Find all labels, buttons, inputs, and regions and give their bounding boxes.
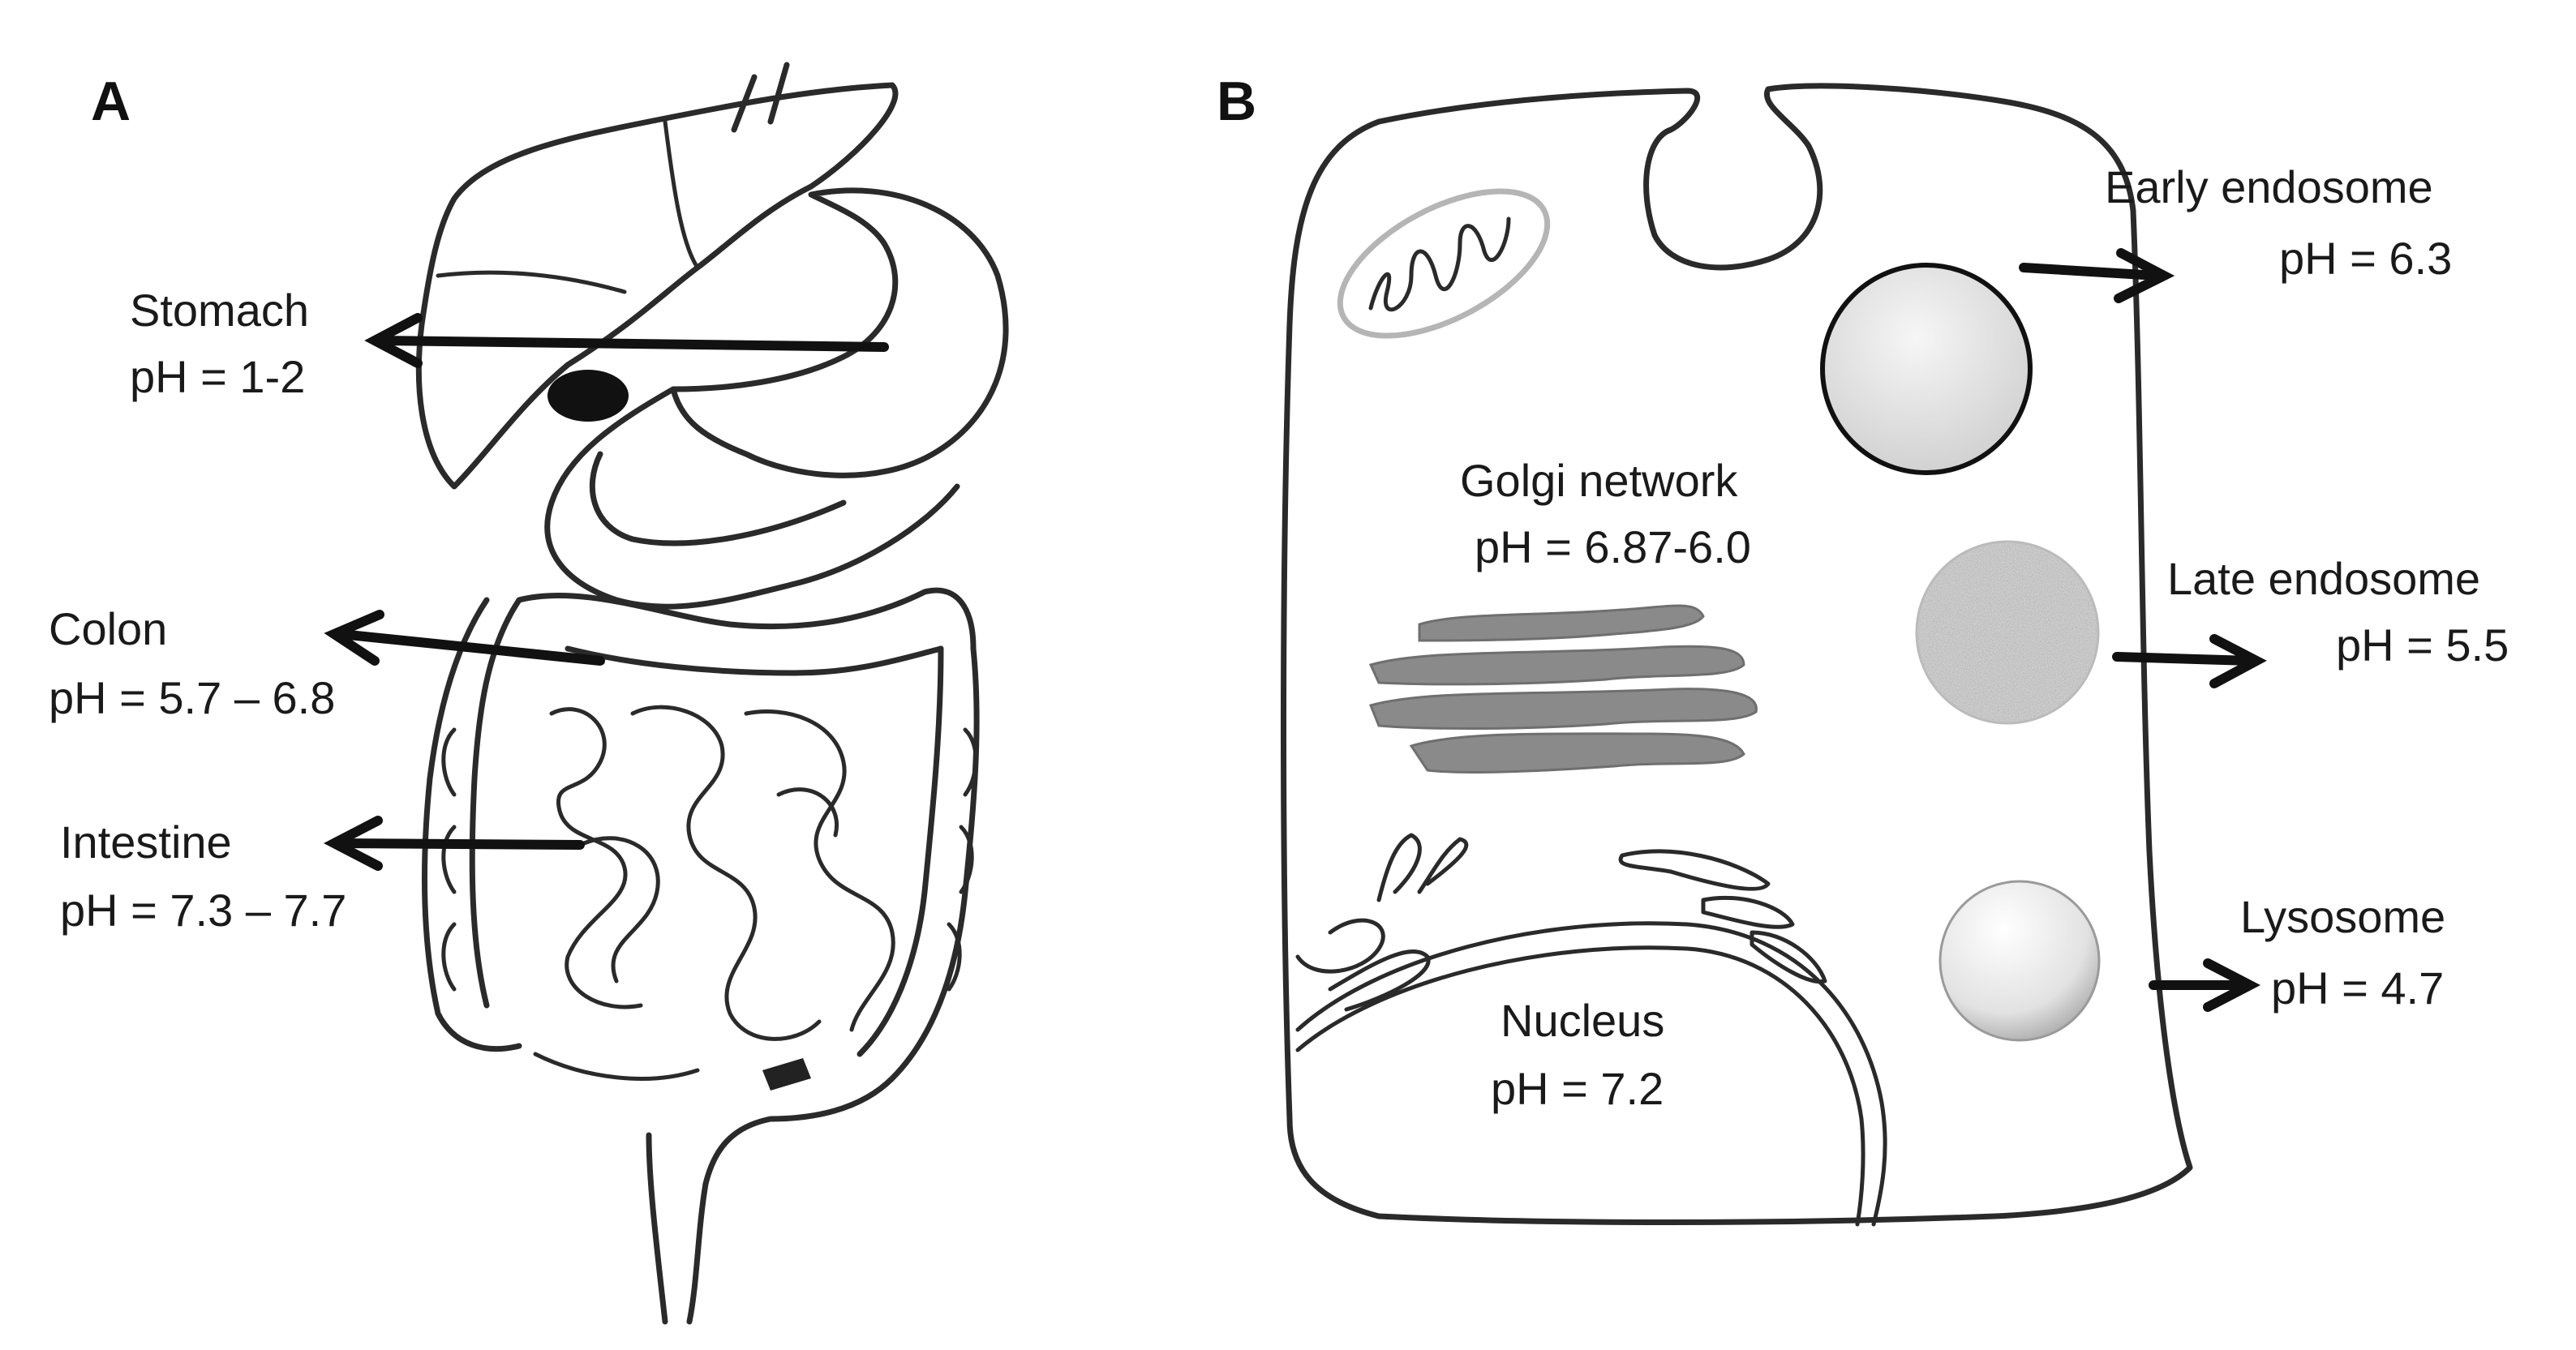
stomach-label: Stomach <box>130 285 309 336</box>
stomach-arrow <box>376 336 889 352</box>
colon-arrow <box>336 629 605 666</box>
panel-a-arrows <box>323 313 889 871</box>
early-endosome-ph: pH = 6.3 <box>2279 233 2452 284</box>
early-endosome-arrow <box>2019 263 2162 281</box>
intestine-label: Intestine <box>60 816 232 868</box>
lysosome-label: Lysosome <box>2240 891 2445 942</box>
panel-b-arrows <box>2019 248 2267 1012</box>
early-endosome-label: Early endosome <box>2105 161 2433 212</box>
late-endosome-shape <box>1915 540 2100 725</box>
lysosome-shape <box>1938 880 2101 1042</box>
intestine-ph: pH = 7.3 – 7.7 <box>60 885 346 936</box>
cell-membrane <box>1281 83 2193 1225</box>
panel-a-letter: A <box>91 71 131 132</box>
panel-b-letter: B <box>1217 71 1256 132</box>
lysosome-ph: pH = 4.7 <box>2271 962 2444 1014</box>
intestine-arrow <box>336 838 585 850</box>
mitochondrion <box>1337 188 1551 339</box>
stomach-outline <box>670 187 1009 478</box>
stomach-ph: pH = 1-2 <box>130 351 305 402</box>
late-endosome-ph: pH = 5.5 <box>2336 619 2509 671</box>
colon-outline <box>421 597 522 1052</box>
nucleus-ph: pH = 7.2 <box>1491 1063 1664 1114</box>
liver-outline <box>415 82 899 490</box>
gallbladder-shape <box>547 370 629 422</box>
late-endosome-arrow <box>2112 652 2256 666</box>
small-intestine-coils <box>549 707 643 1009</box>
golgi-ph: pH = 6.87-6.0 <box>1475 521 1751 572</box>
digestive-system-drawing <box>415 62 1009 1325</box>
late-endosome-label: Late endosome <box>2167 553 2480 604</box>
golgi-stack <box>1368 604 1758 774</box>
nucleus-and-er <box>1295 833 1887 1227</box>
early-endosome-shape <box>1820 263 2033 475</box>
nucleus-label: Nucleus <box>1501 995 1664 1046</box>
golgi-label: Golgi network <box>1460 455 1738 506</box>
colon-ph: pH = 5.7 – 6.8 <box>49 672 335 723</box>
colon-label: Colon <box>49 603 167 654</box>
